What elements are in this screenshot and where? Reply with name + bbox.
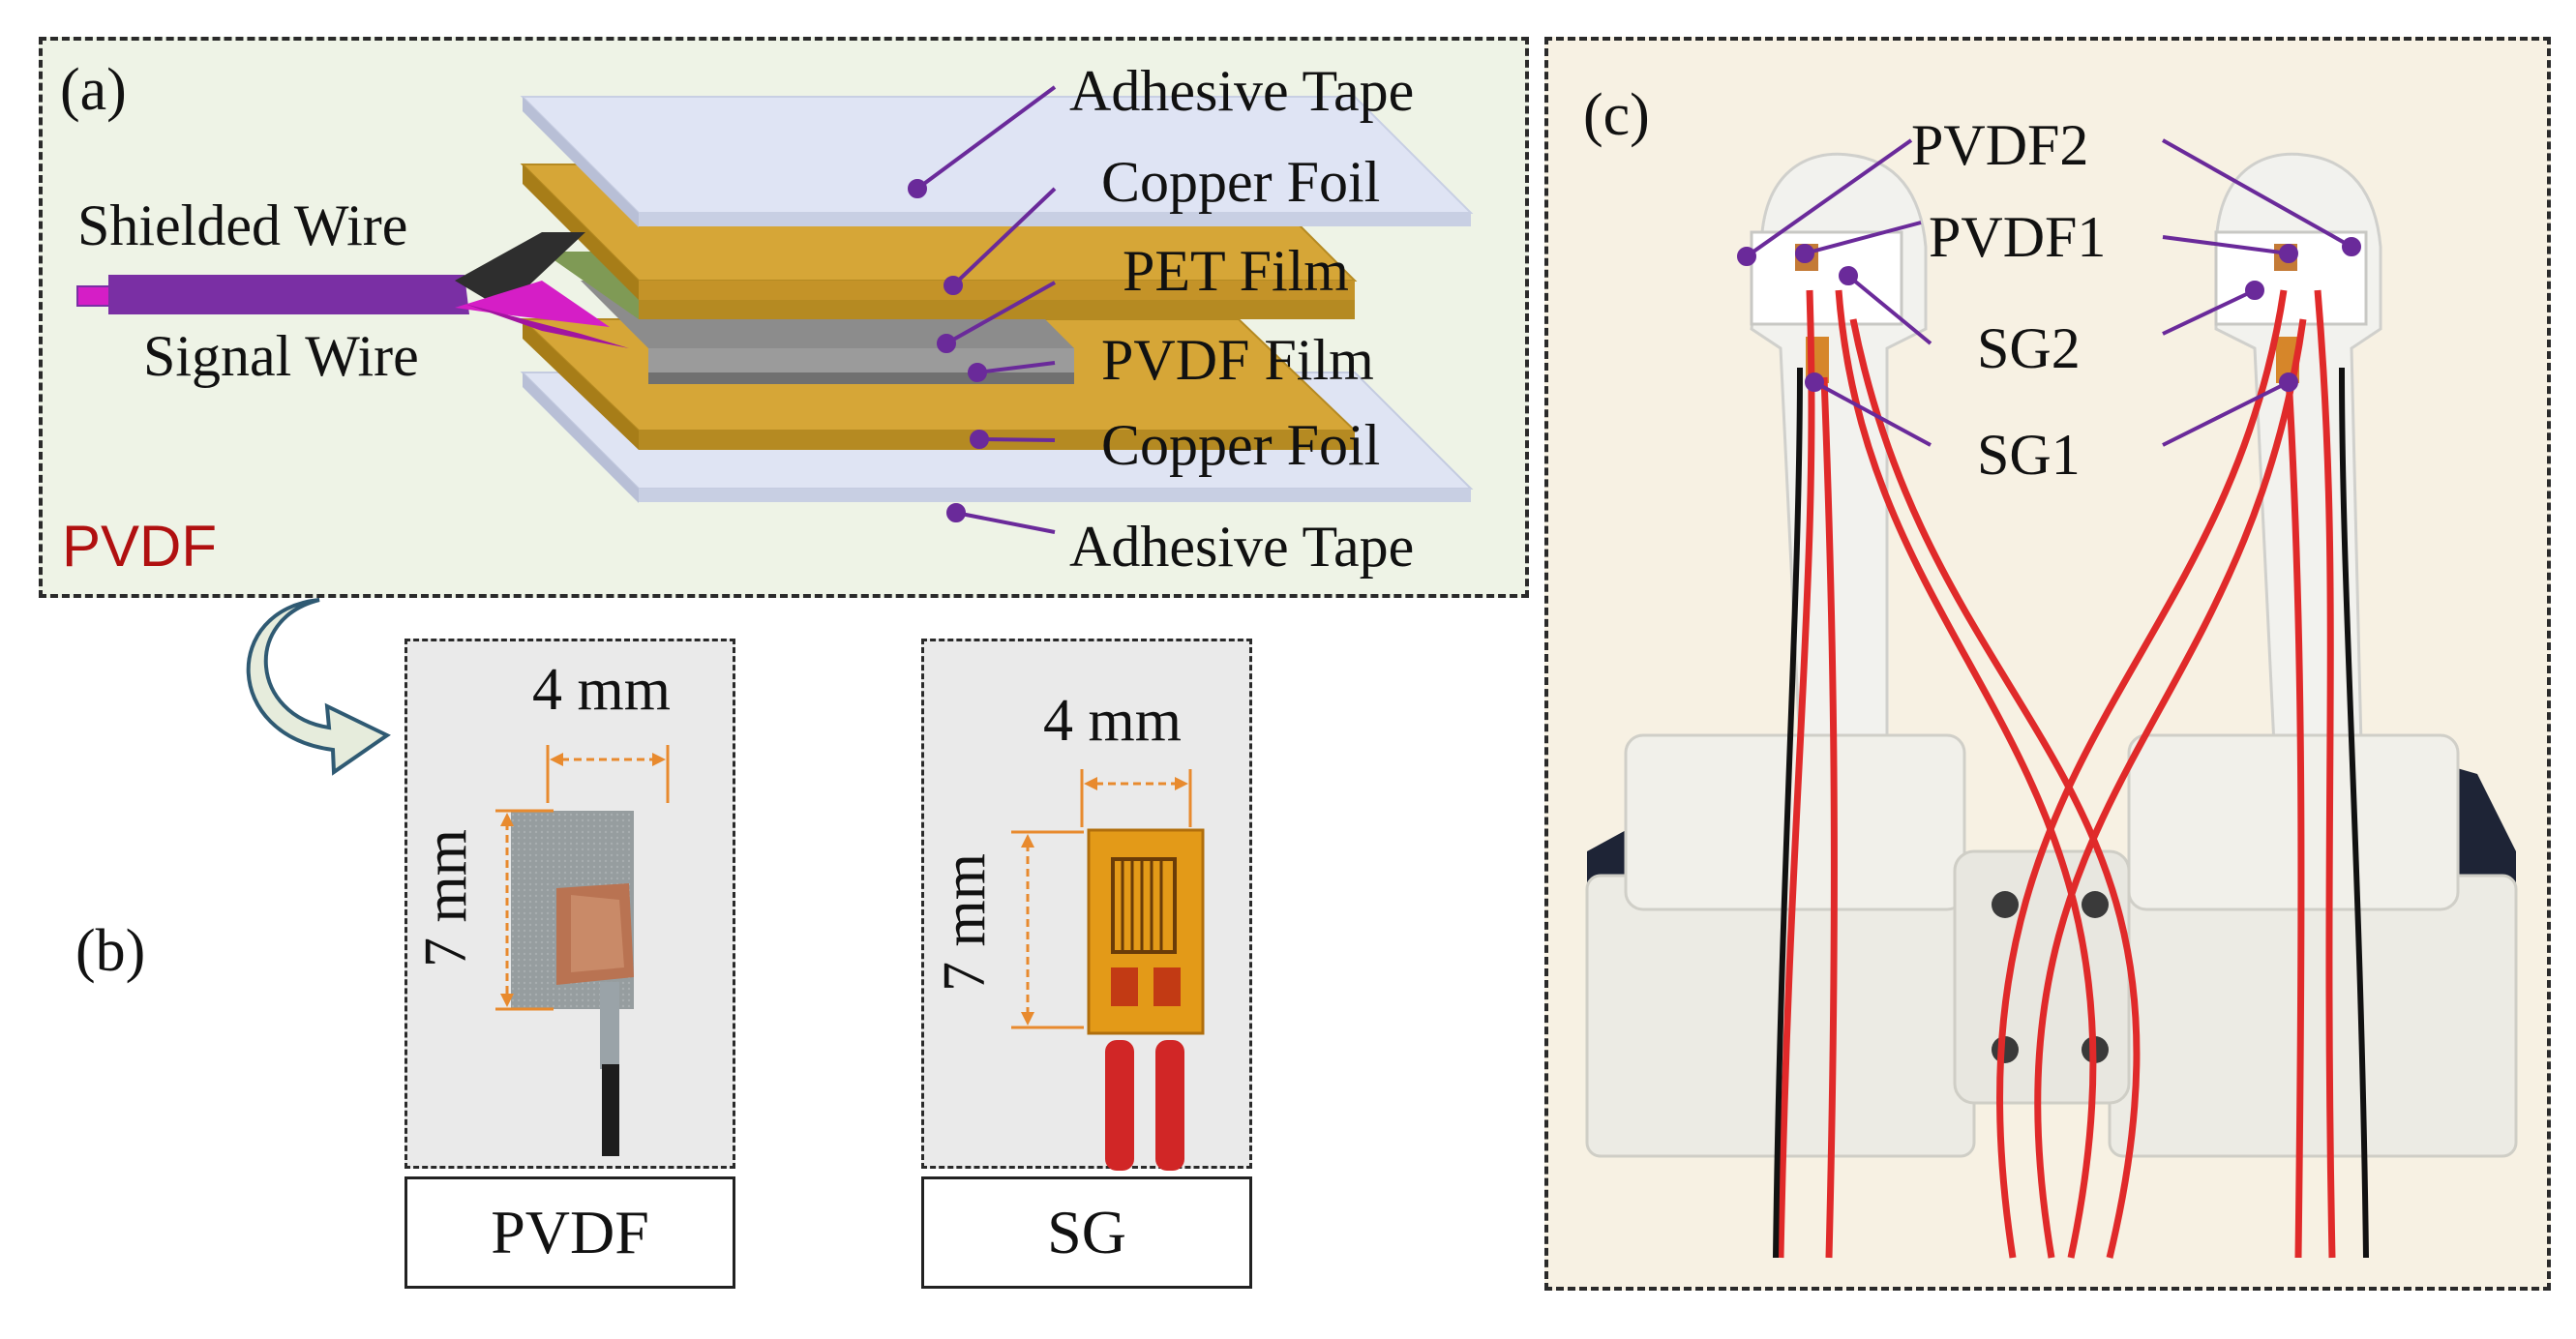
sg-caption: SG <box>921 1176 1252 1289</box>
shielded-wire-label: Shielded Wire <box>77 193 408 257</box>
pvdf-width-label: 4 mm <box>532 657 671 723</box>
black-wires <box>1773 367 2369 1259</box>
pvdf-dimension-lines <box>495 745 670 1011</box>
layer-label-copper-foil-top: Copper Foil <box>1101 150 1381 214</box>
layer-label-pet-film: PET Film <box>1123 239 1349 303</box>
signal-wire-label: Signal Wire <box>143 324 419 388</box>
panel-a-tag: (a) <box>60 57 127 123</box>
photo-leader-lines <box>1737 138 2361 447</box>
panel-c-tag: (c) <box>1583 82 1650 148</box>
label-pvdf2: PVDF2 <box>1911 113 2089 177</box>
wires <box>76 232 629 348</box>
layer-label-adhesive-tape-bottom: Adhesive Tape <box>1069 515 1415 579</box>
label-sg2: SG2 <box>1977 316 2081 380</box>
sg-dimension-lines <box>1011 769 1192 1029</box>
sg-width-label: 4 mm <box>1043 688 1182 754</box>
layer-leader-lines <box>908 85 1057 534</box>
panel-a-name: PVDF <box>62 514 218 579</box>
pvdf-caption: PVDF <box>404 1176 735 1289</box>
red-wires <box>1777 289 2336 1259</box>
adhesive-tape-top-layer <box>520 96 1474 227</box>
label-pvdf1: PVDF1 <box>1929 205 2107 269</box>
layer-label-pvdf-film: PVDF Film <box>1101 328 1374 392</box>
panel-b-tag: (b) <box>75 918 146 984</box>
right-finger <box>2108 152 2518 1158</box>
layer-label-copper-foil-bottom: Copper Foil <box>1101 413 1381 477</box>
label-sg1: SG1 <box>1977 423 2081 487</box>
layer-label-adhesive-tape-top: Adhesive Tape <box>1069 59 1415 123</box>
